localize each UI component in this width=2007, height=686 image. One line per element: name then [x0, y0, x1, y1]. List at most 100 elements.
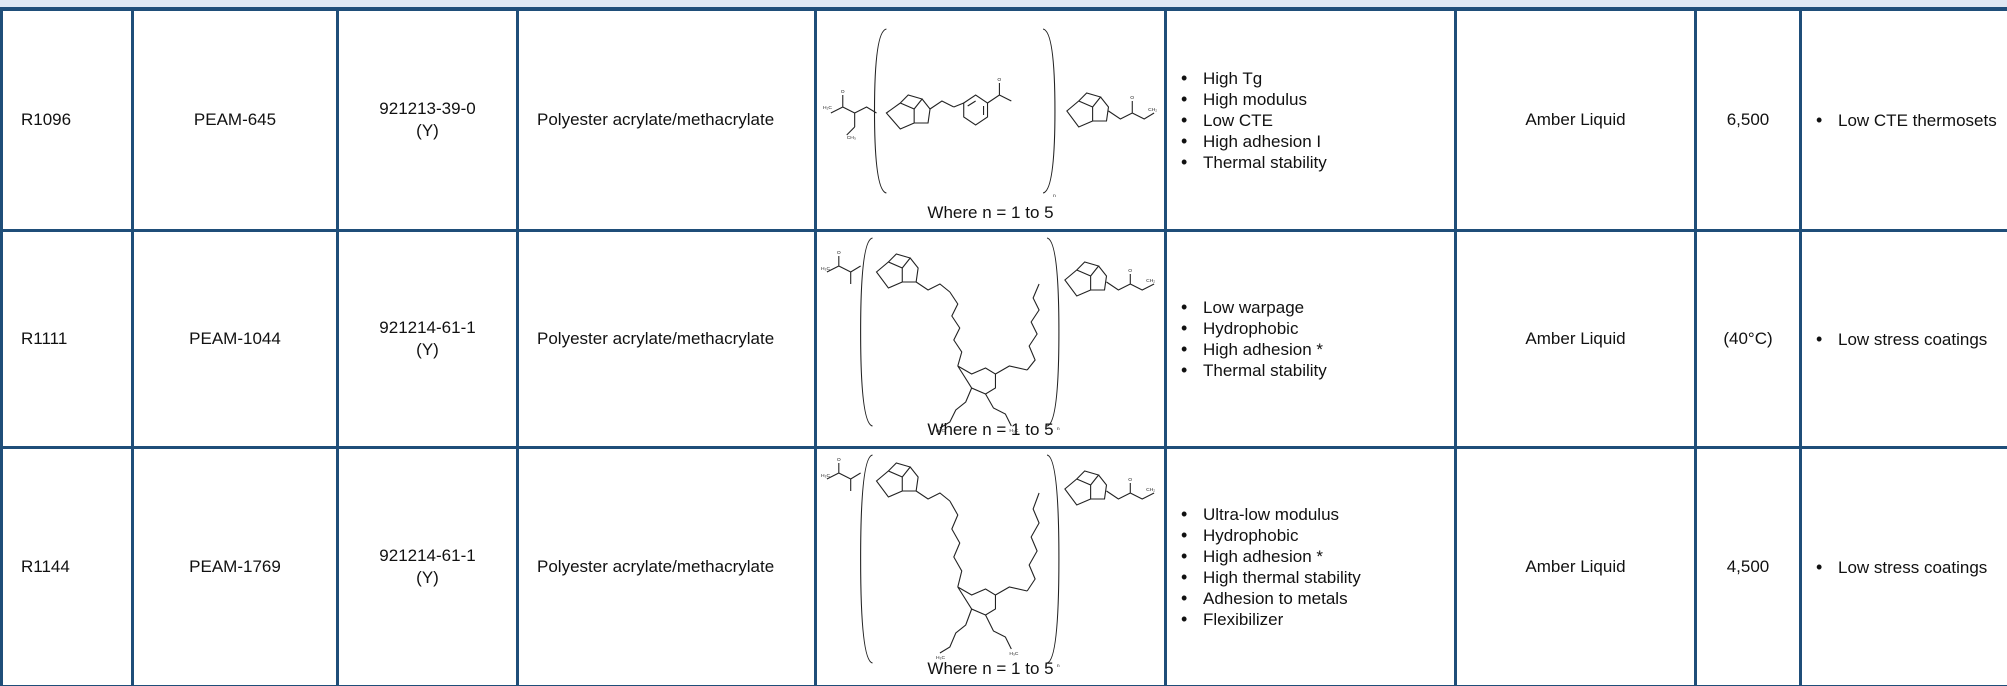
- list-item: Flexibilizer: [1181, 609, 1453, 630]
- features-list: Low warpage Hydrophobic High adhesion * …: [1169, 297, 1453, 381]
- svg-text:O: O: [841, 89, 845, 95]
- cas-cell: 921213-39-0 (Y): [336, 8, 519, 232]
- svg-text:O: O: [1130, 95, 1134, 101]
- svg-text:O: O: [837, 250, 841, 256]
- uses-cell: Low CTE thermosets: [1799, 8, 2007, 232]
- list-item: High adhesion I: [1181, 131, 1453, 152]
- chemistry-type: Polyester acrylate/methacrylate: [537, 110, 775, 129]
- structure-cell: H₃C O O H₃C H₃C n CH₂ Where n = 1 to 5: [814, 229, 1167, 449]
- uses-list: Low stress coatings: [1816, 329, 2007, 350]
- appearance-cell: Amber Liquid: [1454, 8, 1697, 232]
- svg-text:H₃C: H₃C: [821, 473, 831, 479]
- list-item: High modulus: [1181, 89, 1453, 110]
- uses-list: Low CTE thermosets: [1816, 110, 2007, 131]
- svg-text:n: n: [1057, 664, 1060, 669]
- structure-caption: Where n = 1 to 5: [927, 659, 1054, 678]
- uses-list: Low stress coatings: [1816, 557, 2007, 578]
- appearance-cell: Amber Liquid: [1454, 446, 1697, 686]
- list-item: Low warpage: [1181, 297, 1453, 318]
- features-cell: Ultra-low modulus Hydrophobic High adhes…: [1164, 446, 1457, 686]
- cas-cell: 921214-61-1 (Y): [336, 229, 519, 449]
- cas-number: 921214-61-1: [379, 546, 476, 565]
- svg-text:H₃C: H₃C: [1009, 651, 1019, 657]
- viscosity-cell: 6,500: [1694, 8, 1802, 232]
- cas-number: 921213-39-0: [379, 99, 476, 118]
- features-cell: High Tg High modulus Low CTE High adhesi…: [1164, 8, 1457, 232]
- list-item: High thermal stability: [1181, 567, 1453, 588]
- uses-cell: Low stress coatings: [1799, 446, 2007, 686]
- list-item: Low stress coatings: [1816, 557, 2007, 578]
- product-id-cell: R1144: [0, 446, 134, 686]
- svg-text:O: O: [837, 457, 841, 463]
- product-name-cell: PEAM-1769: [131, 446, 339, 686]
- features-cell: Low warpage Hydrophobic High adhesion * …: [1164, 229, 1457, 449]
- structure-caption: Where n = 1 to 5: [927, 203, 1054, 222]
- cas-flag: (Y): [416, 568, 439, 587]
- product-name: PEAM-1044: [189, 329, 281, 348]
- list-item: Ultra-low modulus: [1181, 504, 1453, 525]
- chemical-structure-icon: H₃C O O H₃C H₃C n CH₂: [821, 454, 1155, 669]
- viscosity-cell: (40°C): [1694, 229, 1802, 449]
- product-name-cell: PEAM-1044: [131, 229, 339, 449]
- viscosity: (40°C): [1723, 329, 1773, 348]
- product-name: PEAM-1769: [189, 557, 281, 576]
- svg-text:H₃C: H₃C: [821, 266, 831, 272]
- list-item: Low CTE: [1181, 110, 1453, 131]
- product-table: R1096 PEAM-645 921213-39-0 (Y) Polyester…: [0, 8, 2007, 686]
- list-item: Low stress coatings: [1816, 329, 2007, 350]
- chemical-structure-icon: H₂C CH₃ O O O n CH₂: [823, 28, 1157, 199]
- product-id: R1111: [21, 329, 68, 348]
- header-band: [0, 0, 2007, 10]
- svg-text:CH₂: CH₂: [1146, 278, 1155, 284]
- list-item: Thermal stability: [1181, 152, 1453, 173]
- structure-cell: H₃C O O H₃C H₃C n CH₂ Where n = 1 to 5: [814, 446, 1167, 686]
- cas-cell: 921214-61-1 (Y): [336, 446, 519, 686]
- svg-text:n: n: [1057, 427, 1060, 432]
- svg-text:O: O: [1128, 268, 1132, 274]
- chemical-structure-icon: H₃C O O H₃C H₃C n CH₂: [821, 237, 1155, 434]
- svg-text:H₃C: H₃C: [936, 655, 946, 661]
- svg-text:O: O: [1128, 477, 1132, 483]
- svg-text:CH₂: CH₂: [1148, 107, 1157, 113]
- viscosity-cell: 4,500: [1694, 446, 1802, 686]
- structure-caption: Where n = 1 to 5: [927, 420, 1054, 439]
- svg-text:CH₃: CH₃: [847, 135, 856, 141]
- table-row: R1144 PEAM-1769 921214-61-1 (Y) Polyeste…: [0, 446, 2007, 686]
- product-id-cell: R1096: [0, 8, 134, 232]
- cas-flag: (Y): [416, 340, 439, 359]
- chemistry-type: Polyester acrylate/methacrylate: [537, 557, 775, 576]
- list-item: Hydrophobic: [1181, 318, 1453, 339]
- features-list: High Tg High modulus Low CTE High adhesi…: [1169, 68, 1453, 173]
- product-id-cell: R1111: [0, 229, 134, 449]
- viscosity: 6,500: [1726, 110, 1770, 129]
- chemistry-cell: Polyester acrylate/methacrylate: [516, 8, 817, 232]
- table-row: R1096 PEAM-645 921213-39-0 (Y) Polyester…: [0, 8, 2007, 232]
- table-row: R1111 PEAM-1044 921214-61-1 (Y) Polyeste…: [0, 229, 2007, 449]
- chemistry-cell: Polyester acrylate/methacrylate: [516, 446, 817, 686]
- cas-number: 921214-61-1: [379, 318, 476, 337]
- list-item: Adhesion to metals: [1181, 588, 1453, 609]
- svg-text:CH₂: CH₂: [1146, 487, 1155, 493]
- product-name-cell: PEAM-645: [131, 8, 339, 232]
- appearance: Amber Liquid: [1525, 110, 1626, 129]
- list-item: High adhesion *: [1181, 339, 1453, 360]
- appearance: Amber Liquid: [1525, 557, 1626, 576]
- product-name: PEAM-645: [193, 110, 277, 129]
- list-item: High Tg: [1181, 68, 1453, 89]
- viscosity: 4,500: [1726, 557, 1770, 576]
- cas-flag: (Y): [416, 121, 439, 140]
- svg-text:H₃C: H₃C: [1009, 428, 1019, 434]
- appearance: Amber Liquid: [1525, 329, 1626, 348]
- uses-cell: Low stress coatings: [1799, 229, 2007, 449]
- structure-cell: H₂C CH₃ O O O n CH₂ Where n = 1 to 5: [814, 8, 1167, 232]
- product-id: R1144: [21, 557, 70, 576]
- features-list: Ultra-low modulus Hydrophobic High adhes…: [1169, 504, 1453, 630]
- chemistry-cell: Polyester acrylate/methacrylate: [516, 229, 817, 449]
- list-item: High adhesion *: [1181, 546, 1453, 567]
- list-item: Hydrophobic: [1181, 525, 1453, 546]
- list-item: Low CTE thermosets: [1816, 110, 2007, 131]
- svg-text:O: O: [997, 77, 1001, 83]
- chemistry-type: Polyester acrylate/methacrylate: [537, 329, 775, 348]
- svg-text:H₂C: H₂C: [823, 105, 832, 111]
- svg-text:n: n: [1053, 194, 1056, 199]
